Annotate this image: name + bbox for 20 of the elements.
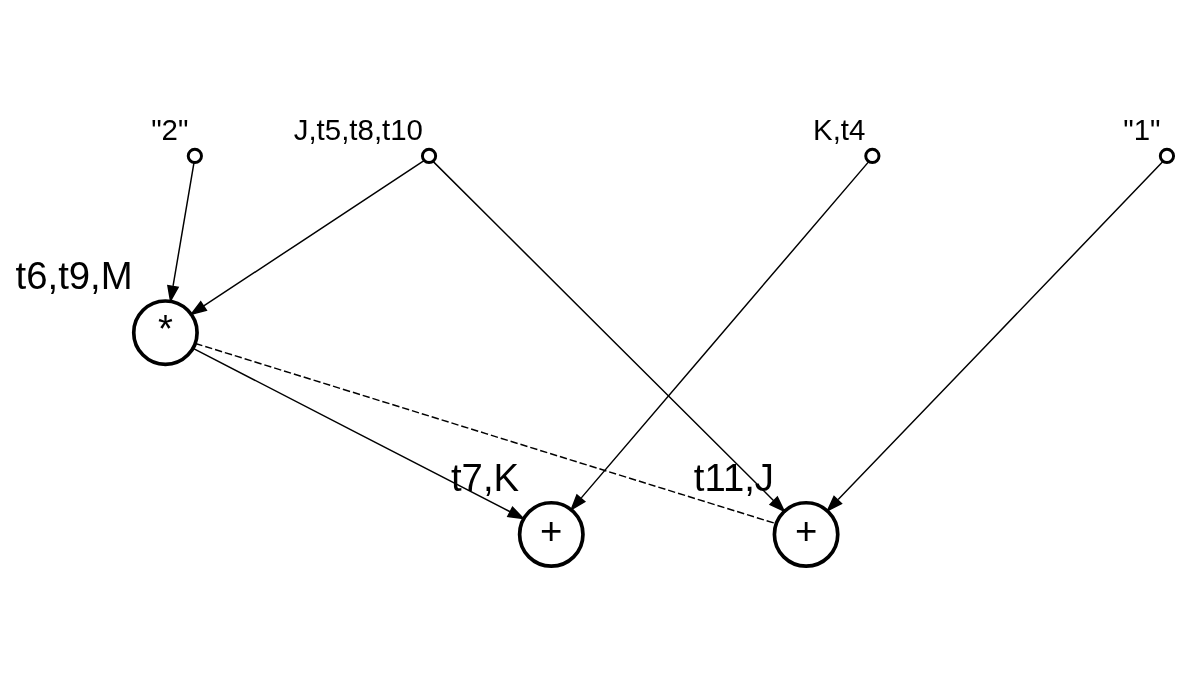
node-circle — [1158, 147, 1176, 164]
node-circle: + — [517, 500, 585, 568]
node-label: t7,K — [450, 455, 520, 499]
arrow — [192, 347, 526, 520]
arrow — [167, 161, 195, 303]
node-circle — [186, 147, 203, 164]
node-circle — [420, 147, 438, 164]
node-circle: * — [131, 298, 199, 366]
arrow — [189, 159, 425, 315]
arrow — [569, 160, 870, 511]
node-label: K,t4 — [813, 112, 866, 146]
node-circle — [864, 147, 881, 164]
arrow — [826, 160, 1164, 512]
node-label: t6,t9,M — [15, 253, 133, 297]
arrow — [432, 160, 786, 513]
connector — [194, 342, 777, 524]
node-label: J,t5,t8,t10 — [293, 112, 423, 146]
node-label: "1" — [1123, 112, 1161, 146]
node-circle: + — [772, 500, 840, 568]
node-label: "2" — [151, 112, 189, 146]
